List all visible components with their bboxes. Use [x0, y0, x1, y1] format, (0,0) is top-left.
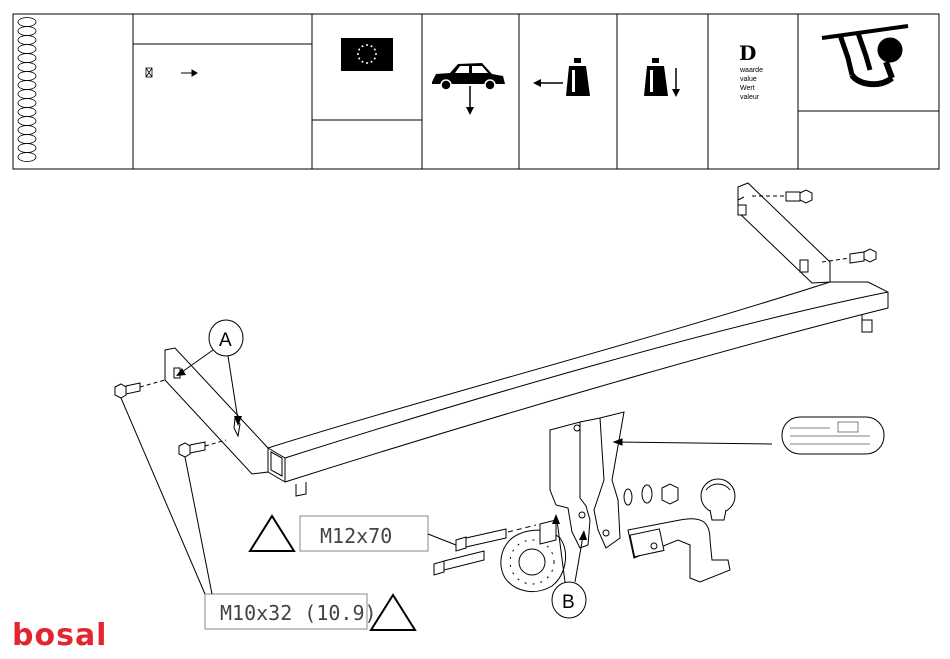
bolt-spec-m12x70: M12x70: [320, 524, 392, 548]
center-mounting-bracket: [550, 412, 624, 548]
socket-mounting-plate: [501, 520, 566, 592]
callout-b-label: B: [562, 592, 575, 613]
bolt-label-m12x70: M12x70: [250, 516, 456, 551]
tow-ball: [701, 479, 735, 520]
warning-triangle-icon: [250, 516, 294, 551]
left-lower-bolt: [179, 440, 226, 457]
bosal-logo: bosal: [12, 618, 107, 653]
tow-ball-neck: [628, 519, 730, 582]
right-lower-bolt: [822, 249, 876, 263]
type-plate-label: [782, 417, 884, 454]
callout-a-label: A: [219, 330, 232, 351]
left-upper-bolt: [115, 380, 165, 398]
type-plate-leader-line: [618, 442, 772, 444]
washer-nut-set: [624, 484, 678, 505]
lower-main-bolt-lower: [434, 551, 484, 575]
warning-triangle-icon-2: [371, 595, 415, 630]
bolt-spec-m10x32: M10x32 (10.9): [220, 601, 377, 625]
